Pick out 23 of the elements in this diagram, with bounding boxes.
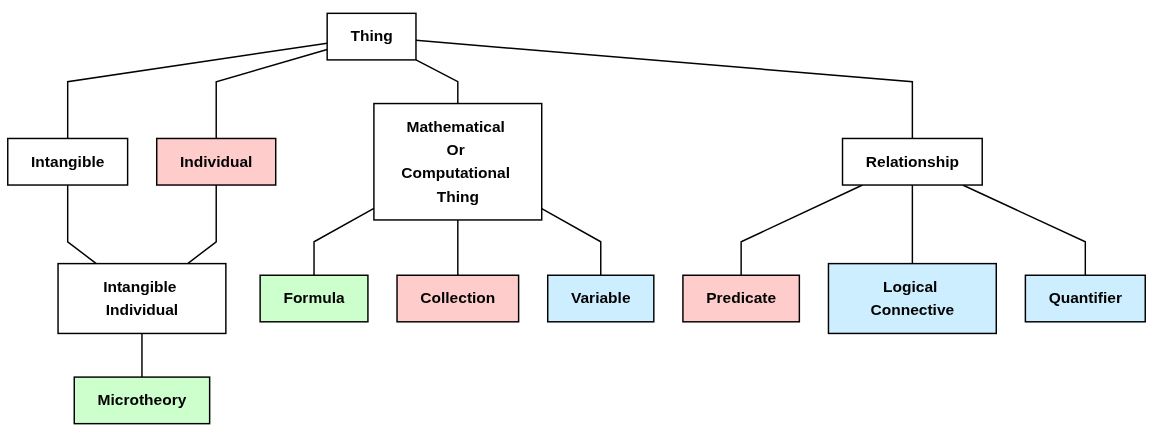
connector <box>66 42 328 140</box>
node-box: Variable <box>547 274 655 323</box>
connector <box>215 48 328 140</box>
connector <box>415 39 914 140</box>
connector <box>66 184 97 265</box>
node-box: Logical Connective <box>827 262 997 335</box>
connector <box>911 184 914 265</box>
node-box: Collection <box>396 274 520 323</box>
connector <box>186 184 217 265</box>
connector <box>415 59 459 105</box>
node-box: Intangible Individual <box>57 262 227 335</box>
node-box: Intangible <box>7 137 129 186</box>
node-box: Individual <box>156 137 277 186</box>
connector <box>141 332 143 378</box>
connector <box>541 208 602 276</box>
node-box: Formula <box>259 274 369 323</box>
node-box: Mathematical Or Computational Thing <box>373 102 543 221</box>
node-box: Predicate <box>682 274 801 323</box>
node-box: Thing <box>326 12 417 61</box>
node-box: Microtheory <box>73 376 211 425</box>
node-box: Quantifier <box>1024 274 1146 323</box>
node-box: Relationship <box>841 137 983 186</box>
connector <box>457 219 459 276</box>
